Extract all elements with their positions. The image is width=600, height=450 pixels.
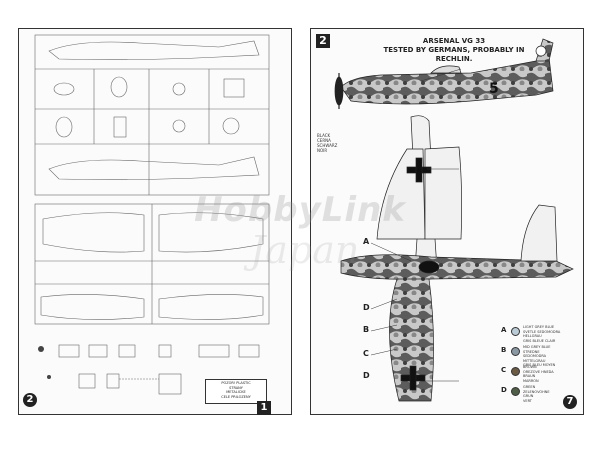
legend-letter: B xyxy=(501,346,507,354)
note-line: POZOR! PLASTIC xyxy=(221,381,251,385)
left-corner-badge: 1 xyxy=(257,401,271,415)
legend-line: GRIS BLEUE CLAIR xyxy=(523,338,556,343)
swatch-d xyxy=(511,387,520,396)
metal-parts-note: POZOR! PLASTIC STRANY METALICKE CELE PRI… xyxy=(205,379,267,404)
wing-lower-right xyxy=(158,294,264,320)
wing-lower-left xyxy=(40,294,145,320)
balkenkreuz-lower xyxy=(400,365,426,391)
fuselage-half-right xyxy=(48,156,260,180)
swatch-c xyxy=(511,367,520,376)
callout-b: B xyxy=(363,325,370,334)
aircraft-title: ARSENAL VG 33 TESTED BY GERMANS, PROBABL… xyxy=(369,37,539,64)
right-page-painting-guide: 2 ARSENAL VG 33 TESTED BY GERMANS, PROBA… xyxy=(310,28,584,415)
wing-upper-right xyxy=(158,212,264,253)
left-page-sprue-diagram: 2 POZOR! PLASTIC STRANY METALICKE CELE P… xyxy=(18,28,292,415)
left-page-number: 2 xyxy=(23,393,37,407)
legend-line: MITTELGRAU xyxy=(523,358,546,363)
note-line: STRANY xyxy=(229,385,243,390)
balkenkreuz-upper xyxy=(406,157,432,183)
legend-line: VERT xyxy=(523,398,532,403)
legend-text-c: BROWN OREZOVE HNEDA BRAUN MARRON xyxy=(523,365,563,383)
sprue-frame-top xyxy=(34,34,270,196)
legend-text-b: MID GREY BLUE STREDNE SEDOMODRA MITTELGR… xyxy=(523,345,563,368)
legend-line: MID GREY BLUE xyxy=(523,345,551,349)
spinner-note-line: NOIR xyxy=(317,148,328,153)
title-line: ARSENAL VG 33 xyxy=(422,37,486,45)
spinner-note: BLACK CERNA SCHWARZ NOIR xyxy=(317,133,337,153)
spinner-note-line: SCHWARZ xyxy=(317,143,338,148)
swatch-a xyxy=(511,327,520,336)
plan-view xyxy=(340,115,574,402)
legend-line: ZELENOVOHNE xyxy=(523,389,550,394)
legend-letter: C xyxy=(501,366,507,374)
note-line: CELE PRILOZENY xyxy=(221,394,251,399)
legend-line: GRIS BLEU MOYEN xyxy=(523,363,556,367)
title-line: TESTED BY GERMANS, PROBABLY IN RECHLIN. xyxy=(383,46,525,63)
spinner-note-line: CERNA xyxy=(317,138,331,143)
legend-line: LIGHT GREY BLUE xyxy=(523,325,555,329)
legend-text-d: GREEN ZELENOVOHNE GRUN VERT xyxy=(523,385,563,403)
legend-letter: A xyxy=(501,326,507,334)
legend-text-a: LIGHT GREY BLUE SVETLE SEDOMODRA HELLGRA… xyxy=(523,325,563,343)
spinner-note-line: BLACK xyxy=(317,133,331,138)
callout-a: A xyxy=(363,237,370,246)
aircraft-drawing: 5 xyxy=(334,38,574,402)
svg-text:5: 5 xyxy=(489,81,499,97)
legend-line: GREEN xyxy=(523,385,536,389)
legend-line: SVETLE SEDOMODRA xyxy=(523,329,561,334)
swatch-b xyxy=(511,347,520,356)
legend-line: OREZOVE HNEDA xyxy=(523,369,554,374)
legend-line: STREDNE SEDOMODRA xyxy=(523,349,547,359)
legend-line: MARRON xyxy=(523,378,539,383)
right-page-number: 7 xyxy=(563,395,577,409)
side-view: 5 xyxy=(334,38,554,109)
legend-line: HELLGRAU xyxy=(523,334,542,338)
callout-d-lower: D xyxy=(363,371,370,380)
legend-line: BROWN xyxy=(523,365,537,369)
legend-letter: D xyxy=(501,386,507,394)
fuselage-half-left xyxy=(48,40,260,60)
callout-d: D xyxy=(363,303,370,312)
legend-line: BRAUN xyxy=(523,374,536,378)
wing-upper-left xyxy=(42,212,145,253)
sprue-drawing xyxy=(34,34,270,395)
step-number: 2 xyxy=(316,34,330,48)
note-line: METALICKE xyxy=(226,390,246,394)
legend-line: GRUN xyxy=(523,394,534,398)
callout-c: C xyxy=(363,349,369,358)
